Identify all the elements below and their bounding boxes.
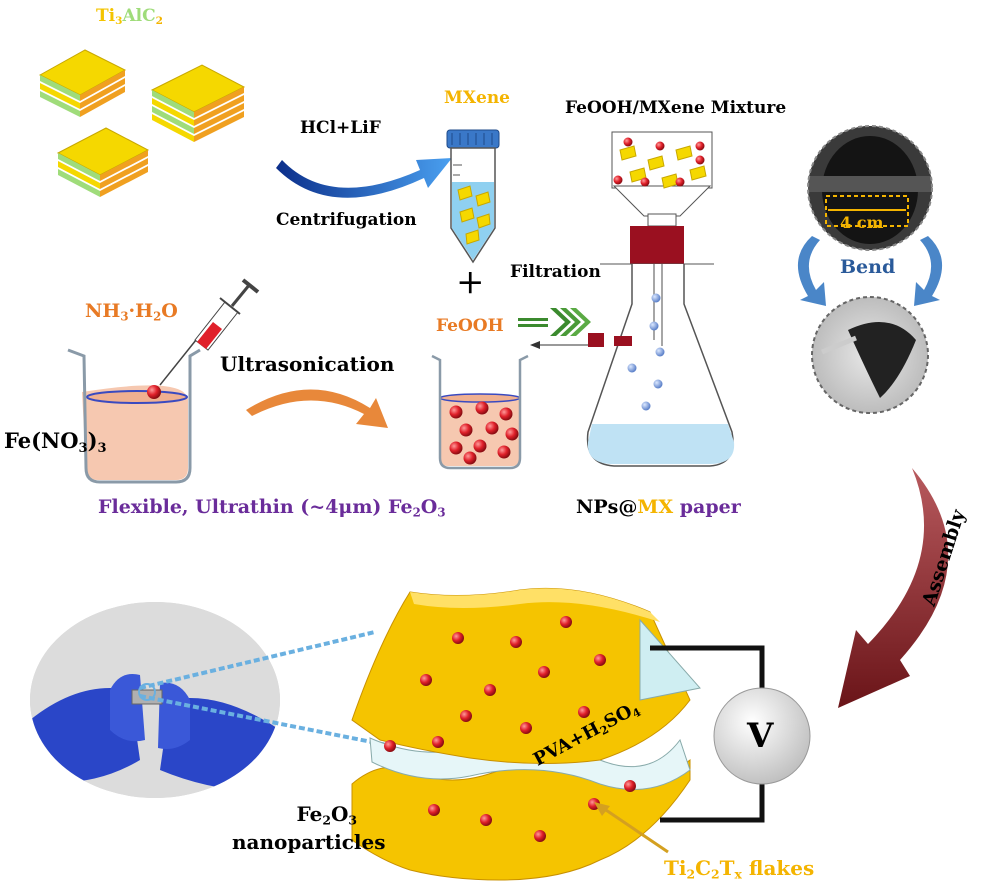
paper-photo-bent xyxy=(811,296,929,414)
red-nanoparticle xyxy=(485,421,499,435)
feooh-label: FeOOH xyxy=(436,316,504,336)
red-nanoparticle xyxy=(497,445,511,459)
red-nanoparticle xyxy=(484,684,496,696)
filtration-label: Filtration xyxy=(510,262,601,282)
red-nanoparticle xyxy=(534,830,546,842)
red-nanoparticle xyxy=(695,141,705,151)
mxene-label: MXene xyxy=(444,88,510,108)
assembly-arrow xyxy=(838,468,949,708)
mxene-flake xyxy=(689,165,707,181)
red-nanoparticle xyxy=(460,710,472,722)
syringe xyxy=(159,278,260,386)
red-nanoparticle xyxy=(499,407,513,421)
mxene-flake xyxy=(647,155,665,171)
centrifugation-label: Centrifugation xyxy=(276,210,417,230)
etching-arrow xyxy=(276,158,452,198)
four-cm-label: 4 cm xyxy=(840,213,884,232)
paper-photo-flat xyxy=(807,125,933,251)
droplet xyxy=(649,321,659,331)
droplet xyxy=(651,293,661,303)
droplet xyxy=(641,401,651,411)
red-nanoparticle xyxy=(459,423,473,437)
centrifuge-tube xyxy=(446,129,500,264)
ti3alc2-label: Ti3AlC2 xyxy=(96,6,163,28)
nps-paper-label: NPs@MX paper xyxy=(576,496,741,518)
red-nanoparticle xyxy=(475,401,489,415)
device-photo xyxy=(30,602,280,798)
red-nanoparticle xyxy=(613,175,623,185)
red-nanoparticle xyxy=(505,427,519,441)
droplet xyxy=(627,363,637,373)
bend-arrows xyxy=(797,236,943,306)
plus-sign: + xyxy=(456,262,485,302)
red-nanoparticle xyxy=(623,137,633,147)
red-nanoparticle xyxy=(640,177,650,187)
red-nanoparticle xyxy=(452,632,464,644)
red-nanoparticle xyxy=(578,706,590,718)
red-nanoparticle xyxy=(560,616,572,628)
filtration-chevrons xyxy=(518,308,591,336)
red-nanoparticle xyxy=(520,722,532,734)
circuit-wires xyxy=(650,645,765,823)
red-nanoparticle xyxy=(510,636,522,648)
red-nanoparticle xyxy=(428,804,440,816)
zoom-lines xyxy=(139,630,393,748)
mxene-flake xyxy=(675,145,693,161)
red-nanoparticle xyxy=(480,814,492,826)
red-nanoparticle xyxy=(463,451,477,465)
red-nanoparticle xyxy=(538,666,550,678)
mxene-flake xyxy=(619,145,637,161)
flakes-label: Ti2C2Tx flakes xyxy=(664,856,815,882)
voltmeter-label: V xyxy=(747,716,774,756)
red-nanoparticle xyxy=(473,439,487,453)
fe-no3-label: Fe(NO3)3 xyxy=(4,428,107,456)
red-nanoparticle xyxy=(624,780,636,792)
red-nanoparticle xyxy=(449,441,463,455)
red-nanoparticle xyxy=(432,736,444,748)
droplet xyxy=(655,347,665,357)
mixture-particles xyxy=(613,137,707,189)
flask-droplets xyxy=(627,293,665,411)
supercapacitor-device xyxy=(351,587,701,881)
ultrasonication-arrow xyxy=(246,389,388,428)
red-nanoparticle xyxy=(594,654,606,666)
flakes-pointer xyxy=(594,802,669,854)
nh3-label: NH3·H2O xyxy=(85,300,178,324)
droplet xyxy=(653,379,663,389)
red-nanoparticle xyxy=(695,155,705,165)
hcl-lif-label: HCl+LiF xyxy=(300,118,381,138)
bottom-title: Flexible, Ultrathin (~4μm) Fe2O3 xyxy=(98,496,446,520)
ultrasonication-label: Ultrasonication xyxy=(220,352,395,376)
red-nanoparticle xyxy=(655,141,665,151)
reaction-beaker xyxy=(67,348,201,484)
ti3alc2-stack xyxy=(38,49,246,197)
red-nanoparticle xyxy=(420,674,432,686)
beaker-particles xyxy=(449,401,519,465)
red-nanoparticle xyxy=(384,740,396,752)
bend-label: Bend xyxy=(840,256,896,278)
device-nanoparticles xyxy=(384,616,636,842)
red-nanoparticle xyxy=(449,405,463,419)
nanoparticles-label: Fe2O3 nanoparticles xyxy=(232,802,386,854)
voltmeter xyxy=(713,687,811,785)
mixture-label: FeOOH/MXene Mixture xyxy=(565,98,787,118)
red-nanoparticle xyxy=(675,177,685,187)
